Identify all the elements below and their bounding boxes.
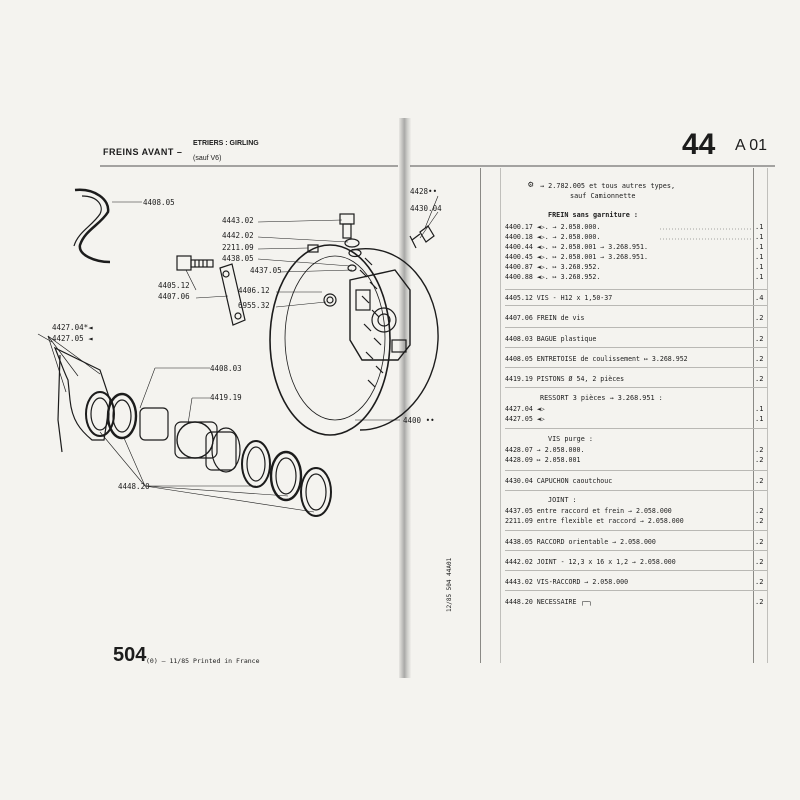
callout-4428: 4428••: [410, 187, 438, 196]
callout-4406-12: 4406.12: [238, 286, 270, 295]
table-row: 4428.09 ↦ 2.058.001.2: [505, 456, 764, 464]
callout-4442-02: 4442.02: [222, 231, 254, 240]
section-number: 44: [682, 128, 716, 161]
callout-4407-06: 4407.06: [158, 292, 190, 301]
table-rule: [505, 428, 767, 429]
table-row: 4419.19 PISTONS Ø 54, 2 pièces.2: [505, 375, 764, 383]
callout-6955-32: 6955.32: [238, 301, 270, 310]
callout-4408-05: 4408.05: [143, 198, 175, 207]
table-row: 4405.12 VIS - H12 x 1,50-37.4: [505, 294, 764, 302]
table-row: 4443.02 VIS-RACCORD → 2.058.000.2: [505, 578, 764, 586]
table-row: 4428.07 → 2.058.000..2: [505, 446, 764, 454]
table-row: 4427.05 ◄▷.1: [505, 415, 764, 423]
table-row: 4442.02 JOINT - 12,3 x 16 x 1,2 → 2.058.…: [505, 558, 764, 566]
table-row: 4400.18 ◄▷. → 2.058.000..1: [505, 233, 764, 241]
joint-heading: JOINT :: [548, 496, 577, 504]
book-spine: [399, 118, 411, 678]
table-left-border: [480, 168, 481, 663]
table-intro-line-2: sauf Camionnette: [570, 192, 636, 200]
table-rule: [505, 490, 767, 491]
callout-4427-04: 4427.04*◄: [52, 323, 93, 332]
callout-4405-12: 4405.12: [158, 281, 190, 290]
table-row: 4427.04 ◄▷.1: [505, 405, 764, 413]
header-title: FREINS AVANT –: [103, 147, 183, 157]
bolt-4405-12: [176, 255, 214, 271]
table-intro-line-1: → 2.782.005 et tous autres types,: [540, 182, 676, 190]
table-rule: [505, 530, 767, 531]
table-rule: [505, 470, 767, 471]
table-row: 4437.05 entre raccord et frein → 2.058.0…: [505, 507, 764, 515]
table-row: 4400.88 ◄▷. ↦ 3.268.952..1: [505, 273, 764, 281]
table-row: 4400.87 ◄▷. ↦ 3.268.952..1: [505, 263, 764, 271]
callout-4427-05: 4427.05 ◄: [52, 334, 93, 343]
callout-4438-05: 4438.05: [222, 254, 254, 263]
table-right-border: [767, 168, 768, 663]
callout-4448-20: 4448.20: [118, 482, 150, 491]
table-row: 4407.06 FREIN de vis.2: [505, 314, 764, 322]
callout-4419-19: 4419.19: [210, 393, 242, 402]
table-rule: [505, 550, 767, 551]
vertical-reference: 12/85 504 44A01: [446, 557, 453, 612]
callout-4430-04: 4430.04: [410, 204, 442, 213]
footer-printed-note: (0) – 11/85 Printed in France: [146, 657, 260, 665]
engine-icon: ⚙: [528, 180, 534, 190]
callout-4400: 4400 ••: [403, 416, 435, 425]
callout-4408-03: 4408.03: [210, 364, 242, 373]
table-rule: [505, 347, 767, 348]
table-row: 4400.17 ◄▷. → 2.058.000..1: [505, 223, 764, 231]
table-rule: [505, 367, 767, 368]
table-row: 2211.09 entre flexible et raccord → 2.05…: [505, 517, 764, 525]
callout-2211-09: 2211.09: [222, 243, 254, 252]
vis-heading: VIS purge :: [548, 435, 594, 443]
table-rule: [505, 289, 767, 290]
callout-4443-02: 4443.02: [222, 216, 254, 225]
table-row: 4448.20 NECESSAIRE ┌─┐.2: [505, 598, 764, 606]
frein-heading: FREIN sans garniture :: [548, 211, 639, 219]
table-rule: [505, 305, 767, 306]
table-row: 4430.04 CAPUCHON caoutchouc.2: [505, 477, 764, 485]
header-subtitle-calipers: ETRIERS : GIRLING: [193, 140, 259, 147]
table-row: 4438.05 RACCORD orientable → 2.058.000.2: [505, 538, 764, 546]
table-rule: [505, 387, 767, 388]
table-qty-column-border: [753, 168, 754, 663]
table-row: 4400.44 ◄▷. ↦ 2.058.001 → 3.268.951..1: [505, 243, 764, 251]
table-rule: [505, 327, 767, 328]
table-row: 4400.45 ◄▷. ↦ 2.058.001 → 3.268.951..1: [505, 253, 764, 261]
table-ref-column-border: [500, 168, 501, 663]
callout-4437-05: 4437.05: [250, 266, 282, 275]
section-code: A 01: [735, 137, 768, 154]
ressort-heading: RESSORT 3 pièces → 3.268.951 :: [540, 394, 663, 402]
table-rule: [505, 570, 767, 571]
table-row: 4408.05 ENTRETOISE de coulissement ↦ 3.2…: [505, 355, 764, 363]
footer-page-number: 504: [113, 644, 147, 666]
header-subtitle-exclusion: (sauf V6): [193, 155, 222, 162]
table-rule: [505, 590, 767, 591]
table-row: 4408.03 BAGUE plastique.2: [505, 335, 764, 343]
